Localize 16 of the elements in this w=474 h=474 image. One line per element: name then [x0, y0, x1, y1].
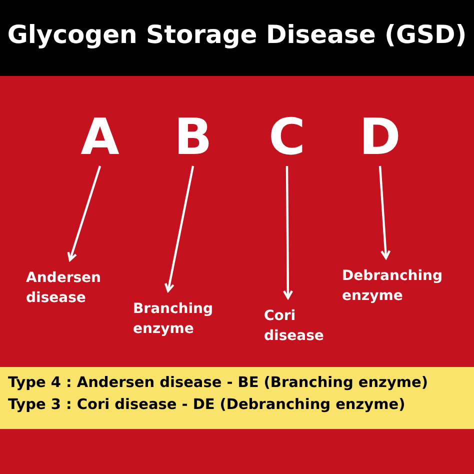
arrow [282, 166, 294, 300]
letter-label: B [168, 112, 218, 162]
summary-banner [0, 367, 474, 429]
arrow [67, 166, 102, 262]
text-label: Cori disease [264, 306, 324, 347]
summary-line: Type 4 : Andersen disease - BE (Branching enzyme) [8, 374, 429, 393]
letter-label: C [262, 112, 312, 162]
text-label: Andersen disease [26, 268, 106, 309]
arrow [164, 166, 194, 292]
title: Glycogen Storage Disease (GSD) [6, 20, 468, 49]
letter-label: A [75, 112, 125, 162]
arrow [378, 166, 391, 260]
letter-label: D [355, 112, 405, 162]
text-label: Debranching enzyme [342, 266, 442, 307]
summary-line: Type 3 : Cori disease - DE (Debranching enzyme) [8, 396, 406, 415]
text-label: Branching enzyme [133, 299, 223, 340]
